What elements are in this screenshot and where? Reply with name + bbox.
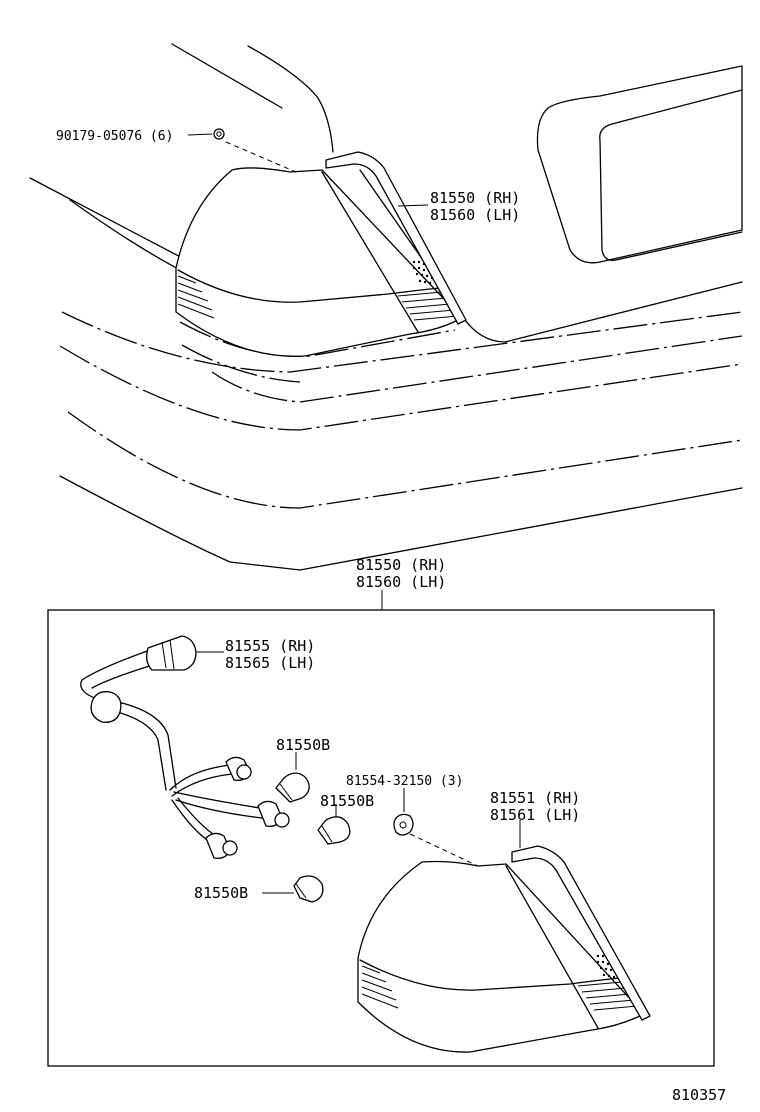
bulb-1-label: 81550B bbox=[276, 736, 330, 754]
tail-lamp-assembly-top bbox=[175, 151, 467, 357]
rear-garnish-panel bbox=[536, 65, 743, 264]
lamp-assy-box-lh-label: 81560 (LH) bbox=[356, 573, 446, 591]
socket-rh-label: 81555 (RH) bbox=[225, 637, 315, 655]
grommet-label: 81554-32150 (3) bbox=[346, 774, 463, 789]
lamp-lens bbox=[357, 845, 651, 1053]
bolt-icon bbox=[213, 128, 225, 140]
exploded-view-frame bbox=[47, 609, 715, 1067]
bulb-icon-1 bbox=[275, 772, 310, 803]
socket-wire-harness bbox=[80, 635, 290, 859]
lens-rh-label: 81551 (RH) bbox=[490, 789, 580, 807]
grommet-icon bbox=[393, 813, 414, 836]
lamp-assy-lh-label: 81560 (LH) bbox=[430, 206, 520, 224]
socket-lh-label: 81565 (LH) bbox=[225, 654, 315, 672]
bulb-2-label: 81550B bbox=[320, 792, 374, 810]
diagram-id: 810357 bbox=[672, 1086, 726, 1104]
lamp-assy-box-rh-label: 81550 (RH) bbox=[356, 556, 446, 574]
bulb-3-label: 81550B bbox=[194, 884, 248, 902]
bulb-icon-2 bbox=[317, 816, 351, 845]
bulb-icon-3 bbox=[293, 875, 324, 903]
lamp-assy-rh-label: 81550 (RH) bbox=[430, 189, 520, 207]
lens-lh-label: 81561 (LH) bbox=[490, 806, 580, 824]
bolt-part-number: 90179-05076 (6) bbox=[56, 129, 173, 144]
